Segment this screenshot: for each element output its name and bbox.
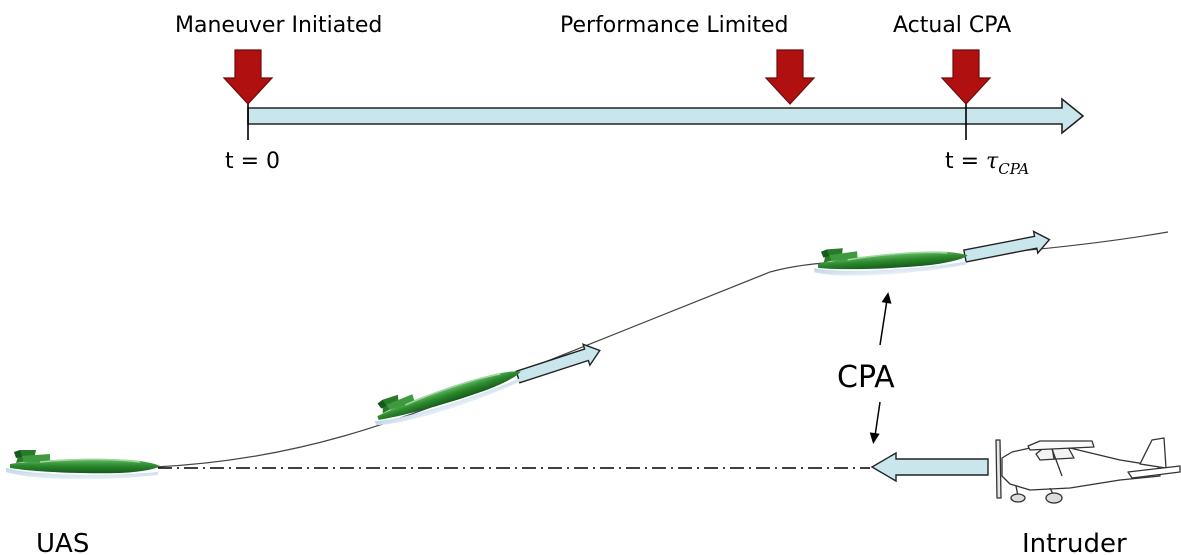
time-cpa-label: t = τCPA: [945, 149, 1029, 178]
uas-aircraft-start-icon: [5, 449, 161, 481]
intruder-label: Intruder: [1022, 529, 1127, 555]
time-cpa-prefix: t =: [945, 149, 986, 174]
time-cpa-tau: τ: [986, 149, 999, 174]
cpa-indicator: CPA: [837, 292, 895, 444]
cpa-label: CPA: [837, 360, 895, 395]
uas-avoidance-trajectory: [154, 231, 1169, 468]
performance-limited-label: Performance Limited: [560, 13, 788, 38]
cpa-upper-arrow-icon: [879, 299, 888, 346]
cpa-lower-arrow-icon: [874, 401, 881, 437]
uas-aircraft-mid-icon: [368, 355, 526, 433]
uas-aircraft-top-icon: [812, 238, 970, 281]
performance-limited-marker-icon: [764, 49, 816, 105]
timeline: Maneuver Initiated Performance Limited A…: [175, 13, 1085, 178]
time-start-label: t = 0: [225, 149, 280, 174]
maneuver-initiated-marker-icon: [222, 49, 274, 105]
time-cpa-subscript: CPA: [998, 160, 1029, 178]
uas-top-velocity-arrow-icon: [963, 230, 1051, 263]
timeline-arrow: [247, 97, 1085, 135]
uas-mid-velocity-arrow-icon: [515, 343, 601, 384]
intruder-aircraft-icon: [995, 437, 1181, 504]
velocity-arrows: [515, 230, 1051, 483]
uas-label: UAS: [36, 529, 89, 555]
trajectories: [154, 231, 1169, 469]
actual-cpa-marker-icon: [940, 49, 992, 105]
maneuver-initiated-label: Maneuver Initiated: [175, 13, 382, 38]
actual-cpa-label: Actual CPA: [893, 13, 1011, 38]
intruder-velocity-arrow-icon: [870, 451, 989, 483]
